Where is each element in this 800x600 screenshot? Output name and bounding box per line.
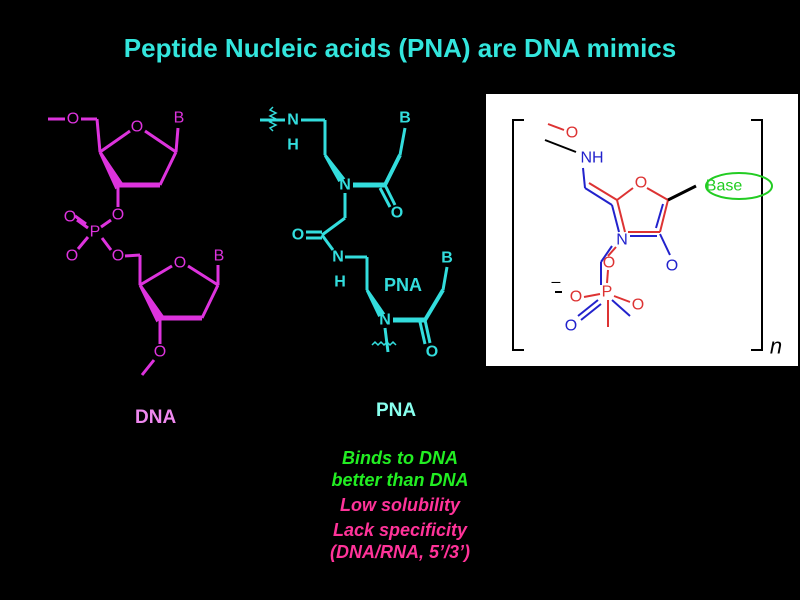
atom-o: O xyxy=(174,255,186,272)
atom-p: P xyxy=(90,224,101,241)
atom-b: B xyxy=(399,110,411,127)
pna-atom-labels: N H B N O O N H B N O PNA xyxy=(287,110,453,361)
atom-o: O xyxy=(666,258,678,275)
atom-nh: NH xyxy=(580,150,603,167)
atom-o: O xyxy=(112,207,124,224)
atom-o: O xyxy=(603,255,615,272)
atom-o: O xyxy=(635,175,647,192)
note-line: Lack specificity xyxy=(332,520,468,540)
atom-b: B xyxy=(214,248,225,265)
pna-structure xyxy=(260,106,449,353)
atom-n: N xyxy=(379,312,391,329)
atom-o: O xyxy=(66,248,78,265)
atom-o: O xyxy=(64,209,76,226)
minus-charge: – xyxy=(552,274,561,291)
atom-o: O xyxy=(632,297,644,314)
atom-o: O xyxy=(391,205,403,222)
atom-b: B xyxy=(441,250,453,267)
pna-inline-label: PNA xyxy=(384,275,422,295)
dna-atom-labels: O O B O P O O O O B O xyxy=(64,110,225,361)
atom-n: N xyxy=(332,249,344,266)
dna-label: DNA xyxy=(135,407,177,428)
atom-h: H xyxy=(287,137,299,154)
atom-o: O xyxy=(154,344,166,361)
atom-o: O xyxy=(67,111,79,128)
atom-o: O xyxy=(426,344,438,361)
atom-o: O xyxy=(112,248,124,265)
hybrid-structure xyxy=(512,119,773,351)
pna-label: PNA xyxy=(376,400,417,421)
atom-p: P xyxy=(602,284,613,301)
atom-o: O xyxy=(570,289,582,306)
note-line: (DNA/RNA, 5’/3’) xyxy=(329,542,470,562)
base-label: Base xyxy=(706,178,743,195)
atom-o: O xyxy=(131,119,143,136)
note-line: Low solubility xyxy=(340,495,460,515)
hybrid-atom-labels: O NH O Base N O O P O O O – n xyxy=(552,125,783,359)
note-line: better than DNA xyxy=(331,470,469,490)
pna-properties: Binds to DNA better than DNA Low solubil… xyxy=(300,447,500,563)
atom-b: B xyxy=(174,110,185,127)
atom-h: H xyxy=(334,274,346,291)
atom-n: N xyxy=(287,112,299,129)
atom-o: O xyxy=(565,318,577,335)
dna-structure xyxy=(48,117,220,376)
slide-title: Peptide Nucleic acids (PNA) are DNA mimi… xyxy=(123,33,677,63)
note-line: Binds to DNA xyxy=(342,448,458,468)
hybrid-structure-panel xyxy=(486,94,798,366)
repeat-subscript: n xyxy=(770,334,782,359)
atom-o: O xyxy=(566,125,578,142)
atom-o: O xyxy=(292,227,304,244)
atom-n: N xyxy=(616,232,628,249)
atom-n: N xyxy=(339,177,351,194)
